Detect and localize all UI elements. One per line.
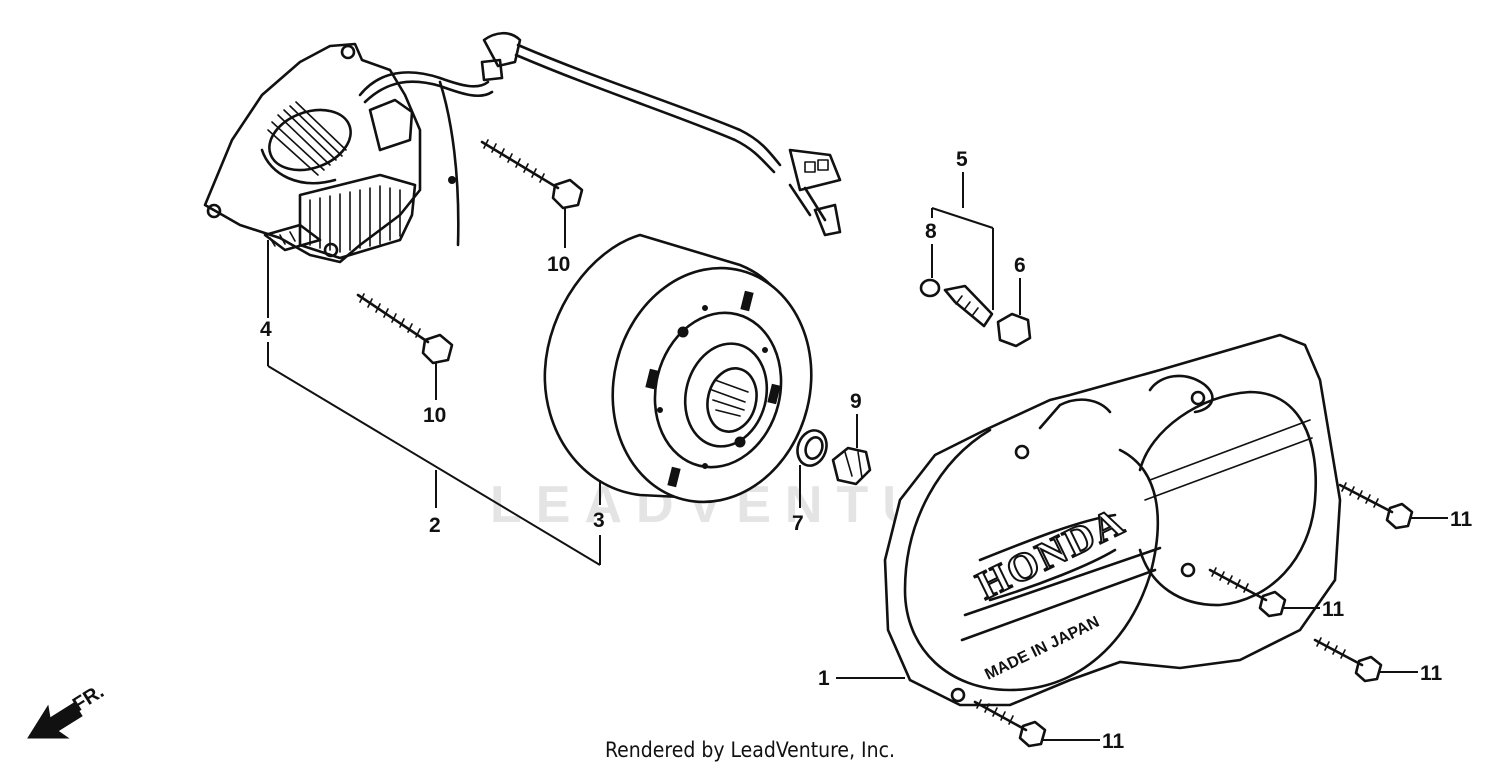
callout-11-lower: 11 [1420,662,1443,685]
o-ring[interactable] [919,278,941,298]
callout-1: 1 [818,667,830,690]
callout-6: 6 [1014,254,1026,277]
callout-11-top: 11 [1450,508,1473,531]
flywheel-nut[interactable] [831,446,872,486]
callout-3: 3 [593,509,605,532]
callout-8: 8 [925,220,937,243]
cover-bolt-3[interactable] [1313,637,1383,683]
callout-4: 4 [260,318,272,341]
timing-plug[interactable] [943,284,994,328]
flywheel[interactable] [543,233,836,523]
stator-bolt-lower[interactable] [356,293,454,365]
cap-nut[interactable] [996,312,1032,348]
washer[interactable] [793,426,832,469]
callout-5: 5 [956,148,968,171]
stator-bolt-upper[interactable] [480,139,584,210]
callout-11-bottom: 11 [1102,730,1125,753]
callout-7: 7 [792,512,804,535]
callout-11-middle: 11 [1322,598,1345,621]
callout-10-lower: 10 [423,404,446,427]
left-crankcase-cover[interactable]: HONDA MADE IN JAPAN [883,333,1342,707]
cover-bolt-1[interactable] [1338,482,1414,530]
footer-credit: Rendered by LeadVenture, Inc. [605,738,895,762]
callout-2: 2 [429,514,441,537]
stator-assembly[interactable] [203,42,422,264]
cover-bolt-2[interactable] [1208,567,1287,618]
leader-lines [267,172,1448,741]
callout-10-upper: 10 [547,253,570,276]
wiring-harness[interactable] [358,31,842,247]
front-direction-arrow-icon: FR. [27,681,108,739]
cover-bolt-4[interactable] [973,699,1047,748]
callout-9: 9 [850,390,862,413]
